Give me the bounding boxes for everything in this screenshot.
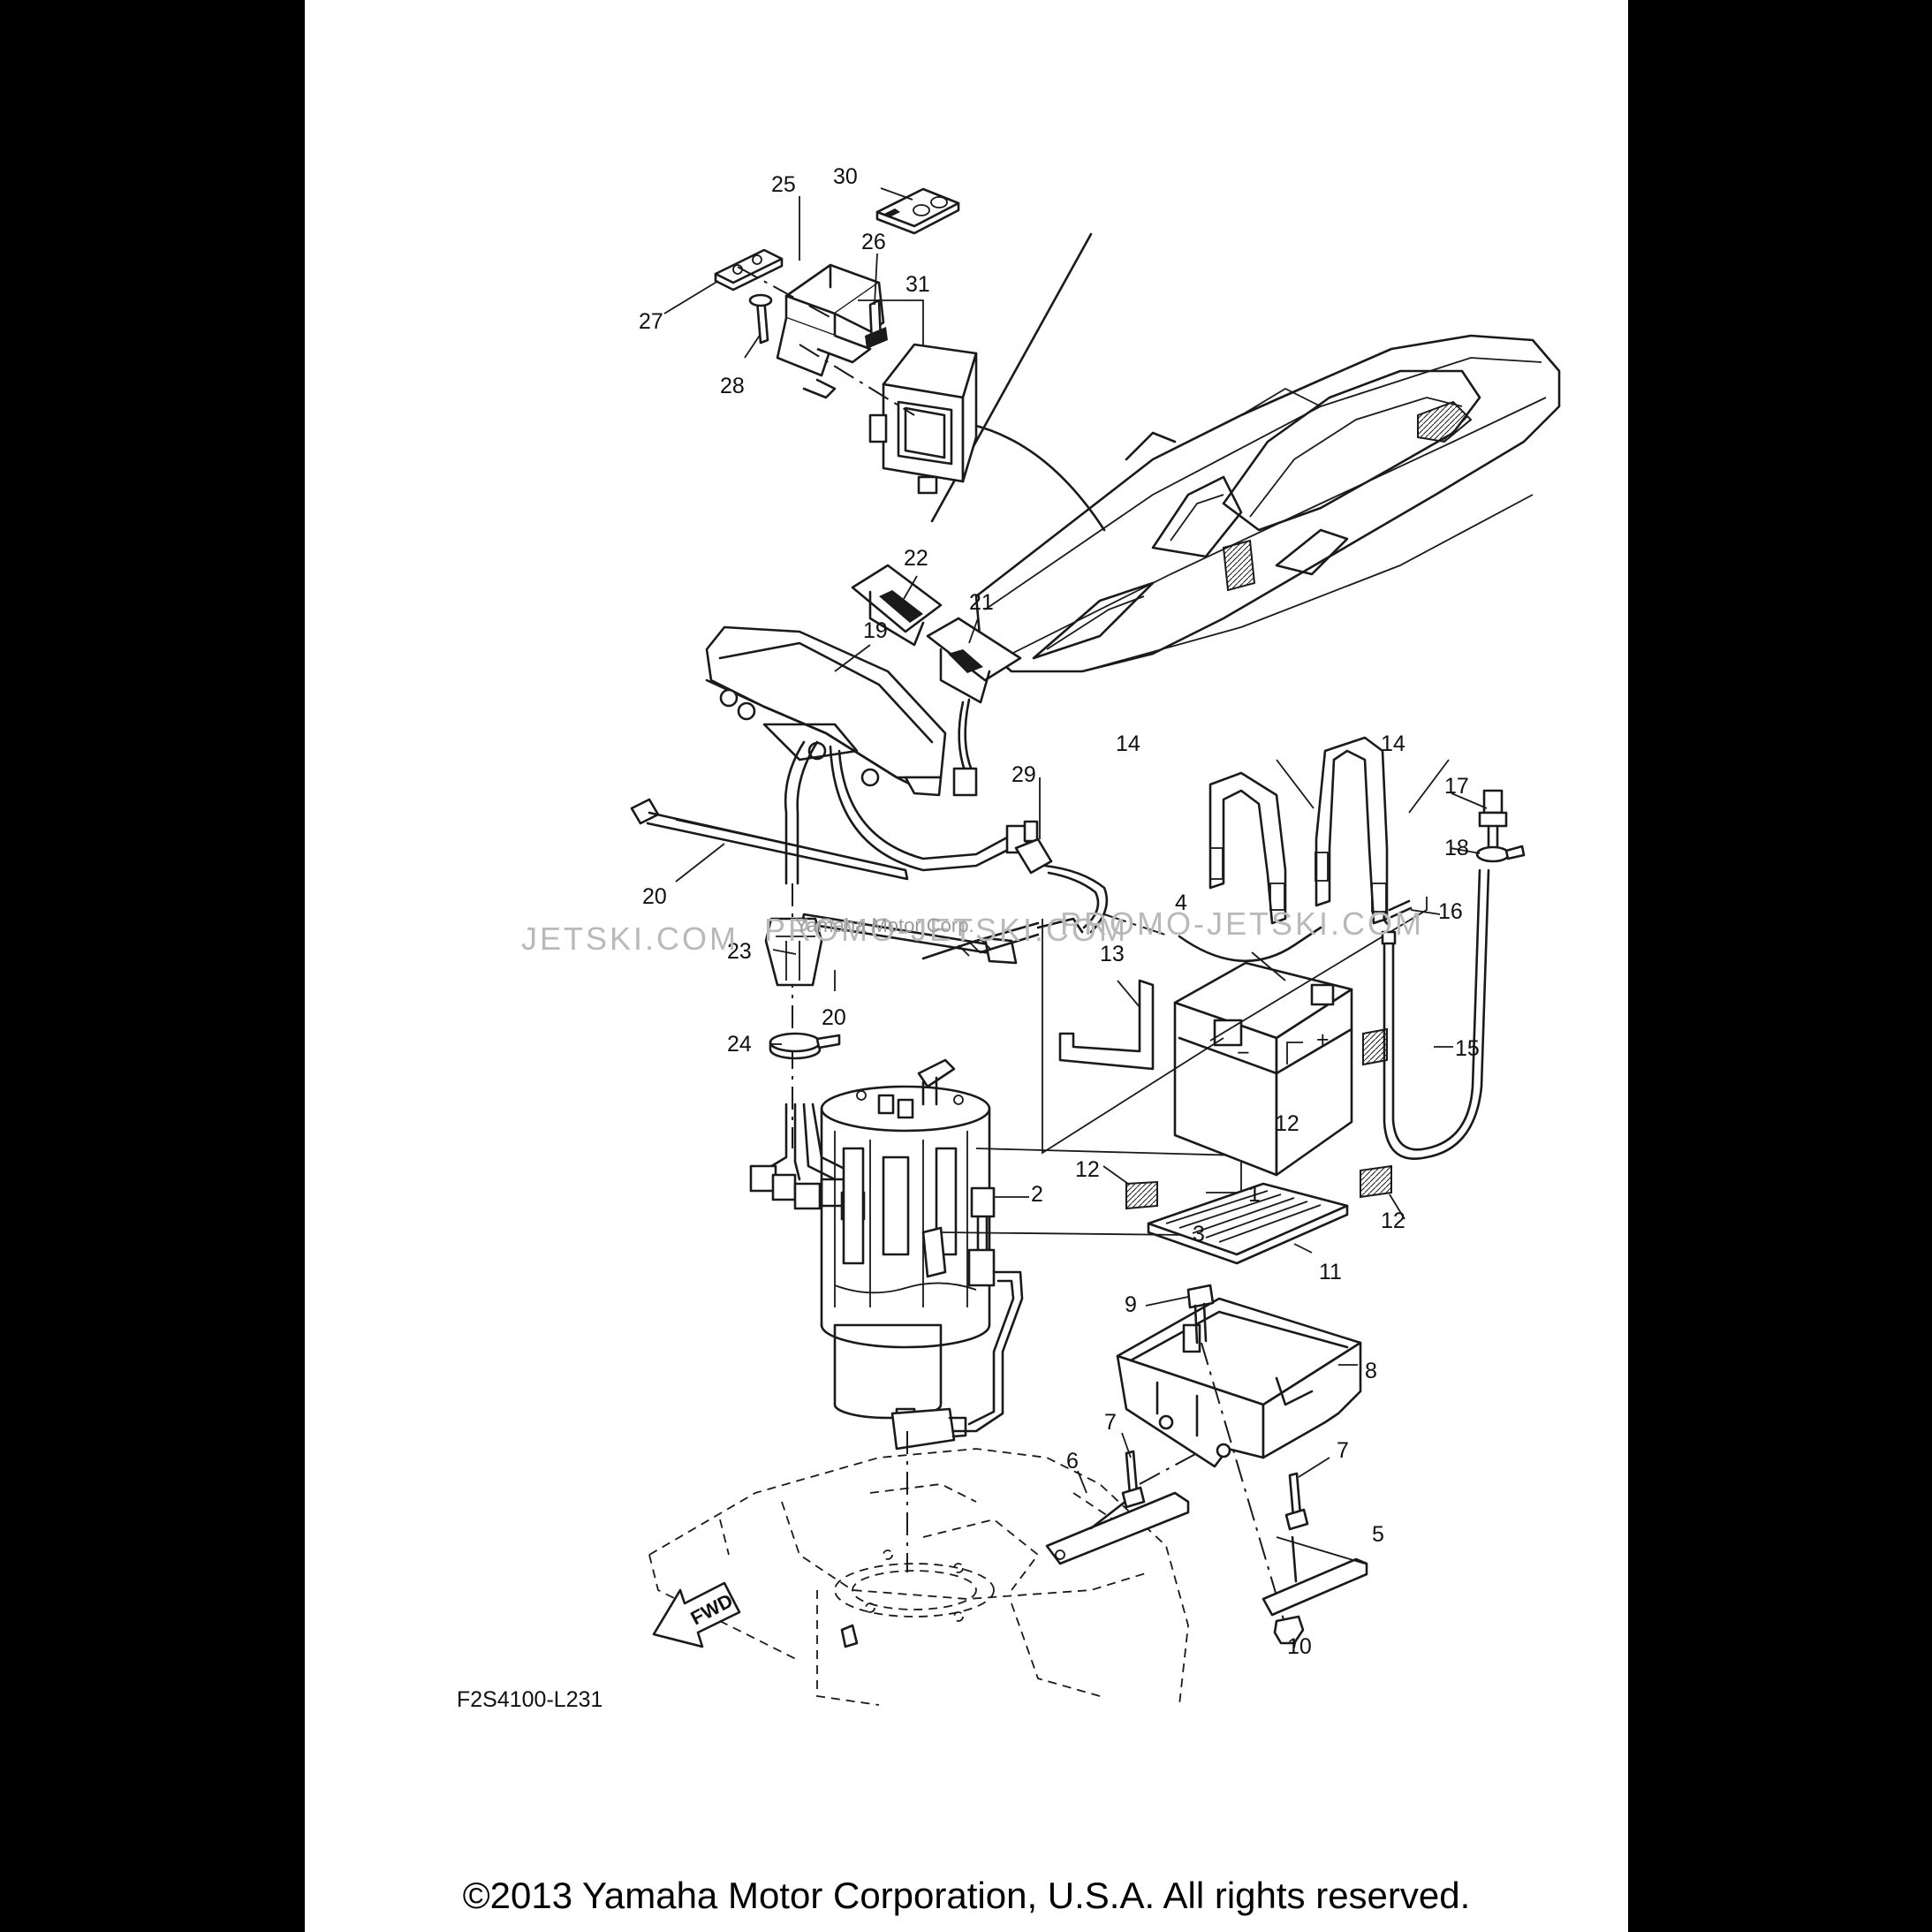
- callout-12-right-bottom: 12: [1381, 1208, 1405, 1233]
- battery-minus-mark: −: [1237, 1041, 1250, 1065]
- assembly-line-7: [1139, 1452, 1198, 1485]
- assembly-line-27-25: [737, 266, 836, 321]
- callout-24: 24: [727, 1032, 752, 1057]
- callout-23: 23: [727, 939, 752, 964]
- part-22-switch-cover: [851, 564, 943, 647]
- part-31-receiver-unit: [868, 343, 978, 495]
- assembly-line-9-10: [1201, 1342, 1286, 1626]
- part-20-cable-tie-left: [630, 798, 909, 881]
- part-7-pin-right: [1284, 1472, 1309, 1531]
- watermark-small: Yamaha Motor Corp.: [795, 914, 974, 936]
- part-5-stay: [1261, 1535, 1368, 1617]
- callout-13: 13: [1100, 942, 1125, 966]
- callout-18: 18: [1444, 836, 1469, 860]
- part-18-clamp: [1475, 845, 1526, 863]
- fwd-arrow: FWD: [652, 1581, 741, 1648]
- callout-3: 3: [1193, 1222, 1205, 1246]
- callout-26: 26: [861, 230, 886, 254]
- part-23-connector-boot: [764, 917, 823, 987]
- callout-17: 17: [1444, 774, 1469, 799]
- exploded-parts-diagram: FWD + −: [457, 164, 1561, 1712]
- callout-14-left: 14: [1116, 731, 1140, 756]
- callout-12-right-top: 12: [1275, 1111, 1299, 1136]
- part-19-multifunction-meter: [705, 625, 1039, 885]
- callout-5: 5: [1372, 1522, 1384, 1547]
- part-29-sensor: [921, 837, 1322, 963]
- fuel-tank-outline: [648, 1448, 1189, 1706]
- part-6-stay: [1045, 1491, 1190, 1565]
- part-27-plate: [714, 248, 784, 292]
- part-16-clip: [1383, 899, 1413, 926]
- callout-27: 27: [639, 309, 663, 334]
- watermark-right: PROMO-JETSKI.COM: [1060, 905, 1424, 942]
- watermark-left: JETSKI.COM: [521, 921, 739, 957]
- bracket-4: [1042, 897, 1428, 1155]
- callout-25: 25: [771, 172, 796, 197]
- battery-plus-mark: +: [1316, 1027, 1330, 1052]
- part-15-breather-hose: [1381, 868, 1490, 1160]
- diagram-code: F2S4100-L231: [457, 1687, 602, 1712]
- part-21-start-switch: [926, 617, 1022, 797]
- part-14-strap-right: [1315, 736, 1389, 925]
- callout-leaders: [663, 187, 1488, 1648]
- callout-9: 9: [1125, 1292, 1137, 1317]
- callout-20-lower: 20: [822, 1005, 846, 1030]
- part-28-pin: [748, 293, 773, 345]
- part-8-battery-box: [1116, 1297, 1362, 1468]
- callout-11: 11: [1319, 1260, 1342, 1284]
- part-1-fuel-pump-assembly: [820, 1058, 991, 1428]
- part-14-strap-left: [1208, 771, 1287, 925]
- watercraft-illustration: [974, 334, 1561, 673]
- callout-28: 28: [720, 374, 745, 398]
- part-12-pad-right-top: [1362, 1027, 1388, 1066]
- copyright-notice: ©2013 Yamaha Motor Corporation, U.S.A. A…: [462, 1875, 1471, 1916]
- callout-6: 6: [1066, 1449, 1079, 1474]
- leader-3: [940, 1231, 1189, 1236]
- callout-31: 31: [905, 272, 930, 297]
- callout-8: 8: [1365, 1359, 1377, 1383]
- callout-12-left: 12: [1075, 1157, 1100, 1182]
- callout-7-left: 7: [1104, 1410, 1117, 1435]
- part-12-pad-right-bottom: [1360, 1164, 1392, 1199]
- part-30-remote-key: [875, 187, 960, 235]
- callout-21: 21: [969, 590, 994, 615]
- part-12-pad-left: [1125, 1180, 1158, 1210]
- callout-4: 4: [1175, 890, 1187, 915]
- part-24-hose-clamp: [769, 1032, 841, 1060]
- part-13-battery-pad: [1058, 979, 1155, 1071]
- callout-1: 1: [1248, 1182, 1261, 1207]
- assembly-line-25-31: [799, 344, 915, 416]
- watermark-middle: PROMO-JETSKI.COM: [764, 912, 1128, 948]
- part-9-bolt: [1186, 1284, 1215, 1345]
- callout-10: 10: [1287, 1634, 1312, 1659]
- callout-29: 29: [1011, 762, 1036, 787]
- part-7-pin-left: [1121, 1450, 1146, 1509]
- watermark: JETSKI.COM PROMO-JETSKI.COM PROMO-JETSKI…: [521, 905, 1424, 957]
- part-11-battery-tray-mat: [1147, 1182, 1349, 1265]
- part-25-mounting-bracket: [776, 263, 885, 399]
- part-4-battery: + −: [1173, 961, 1353, 1177]
- part-10-nut: [1273, 1615, 1305, 1645]
- callout-7-right: 7: [1337, 1438, 1349, 1463]
- leader-line-craft-2: [967, 422, 1106, 532]
- callout-2: 2: [1031, 1182, 1043, 1207]
- callout-30: 30: [833, 164, 858, 189]
- callout-15: 15: [1455, 1036, 1480, 1061]
- callout-14-right: 14: [1381, 731, 1405, 756]
- callout-labels: 30 25 26 31 27 28 22 21 19 20 29 14 14 1…: [639, 164, 1480, 1659]
- callout-22: 22: [904, 546, 928, 571]
- callout-19: 19: [863, 618, 888, 643]
- callout-20-left: 20: [642, 884, 667, 909]
- callout-16: 16: [1438, 899, 1463, 924]
- parts-diagram-sheet: FWD + −: [305, 0, 1628, 1932]
- part-26-pin: [865, 299, 888, 349]
- part-17-breather-fitting: [1478, 789, 1508, 850]
